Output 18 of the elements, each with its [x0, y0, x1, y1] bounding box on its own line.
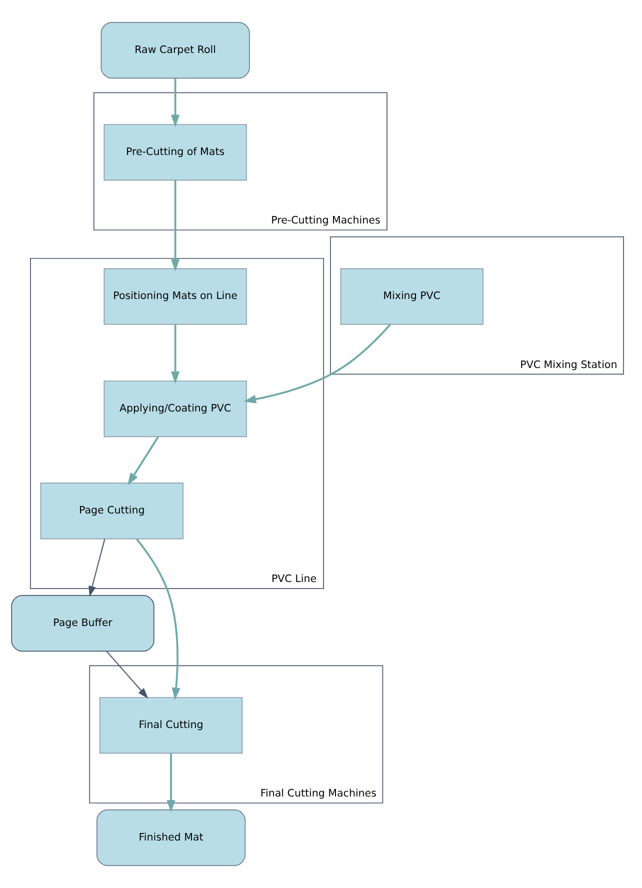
arrow	[170, 78, 180, 128]
node-box: Page Buffer	[11, 595, 154, 652]
node-box: Final Cutting	[99, 697, 243, 754]
arrow	[106, 650, 148, 698]
node-box: Mixing PVC	[340, 268, 484, 325]
arrow	[128, 436, 159, 486]
node-box: Positioning Mats on Line	[104, 268, 247, 325]
arrow	[170, 180, 180, 272]
node-box: Page Cutting	[40, 482, 184, 540]
node-box: Applying/Coating PVC	[104, 380, 247, 438]
arrow	[170, 324, 180, 384]
arrow	[244, 324, 392, 404]
arrow	[166, 753, 176, 813]
node-box: Raw Carpet Roll	[100, 22, 250, 79]
node-box: Finished Mat	[96, 809, 246, 866]
node-box: Pre-Cutting of Mats	[104, 124, 247, 181]
arrow	[136, 538, 180, 700]
arrow	[88, 538, 106, 597]
